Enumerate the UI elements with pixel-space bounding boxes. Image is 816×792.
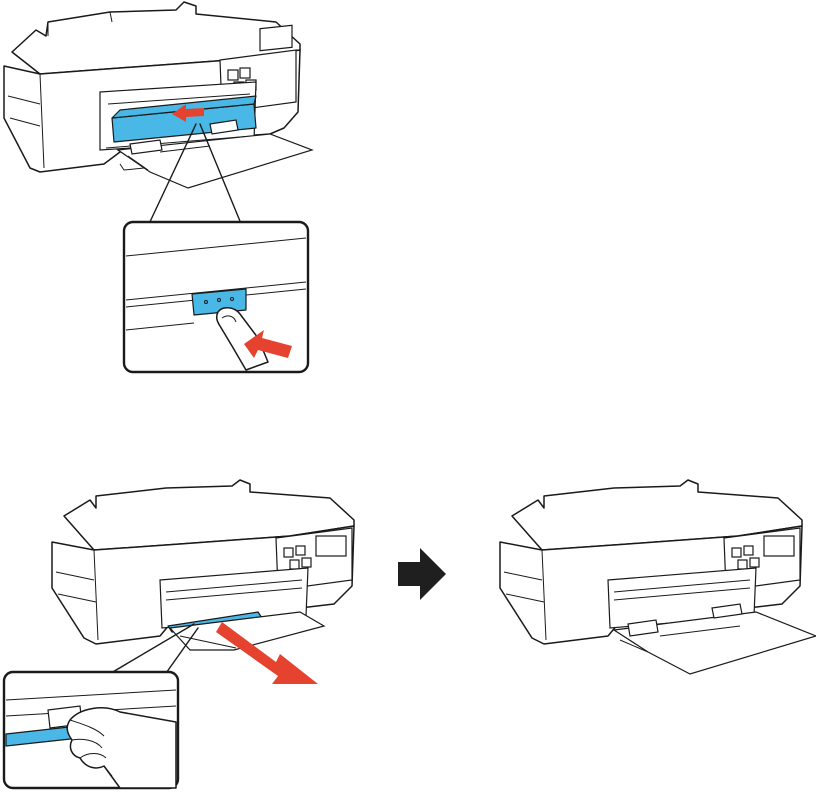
next-step-arrow-icon [398, 548, 446, 600]
printer-illustration-left [52, 480, 354, 684]
printer-illustration-right [500, 480, 816, 674]
printer-illustration-top [4, 2, 312, 188]
callout-zoom-bottom [4, 672, 178, 788]
callout-zoom-top [124, 222, 308, 372]
